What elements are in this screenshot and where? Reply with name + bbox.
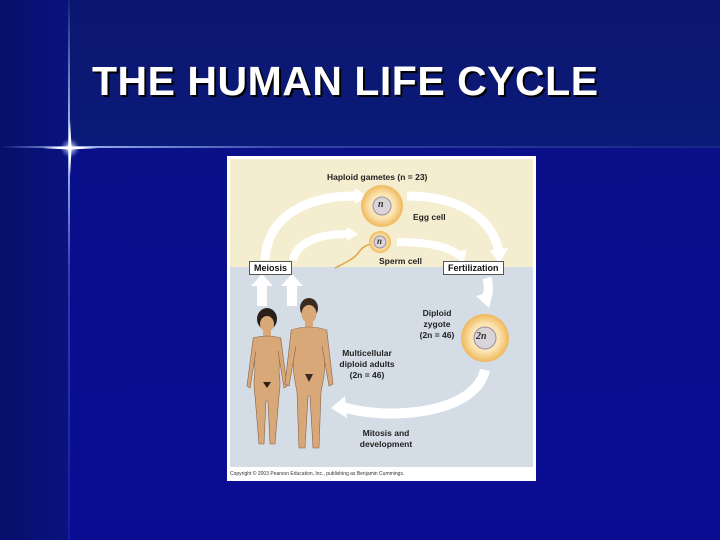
sperm-n-symbol: n <box>377 236 383 246</box>
zygote-2n-symbol: 2n <box>476 331 487 342</box>
male-figure-icon <box>284 298 334 449</box>
female-figure-icon <box>246 308 288 445</box>
arrow-meiosis-to-sperm <box>289 230 348 262</box>
sperm-cell-icon <box>334 231 391 269</box>
arrow-mitosis <box>338 368 490 419</box>
left-band <box>0 0 68 540</box>
copyright-notice: Copyright © 2003 Pearson Education, Inc.… <box>230 471 405 477</box>
mitosis-label-2: development <box>359 439 413 449</box>
haploid-gametes-label: Haploid gametes (n = 23) <box>327 172 428 182</box>
fertilization-label: Fertilization <box>443 261 504 275</box>
vertical-rule <box>68 0 70 540</box>
life-cycle-diagram: Haploid gametes (n = 23) n Egg cell n Sp… <box>227 156 536 481</box>
arrow-adult-to-meiosis-2 <box>287 284 297 306</box>
diploid-label: Diploid <box>422 308 452 318</box>
adults-label-1: Multicellular <box>342 348 392 358</box>
sperm-cell-label: Sperm cell <box>379 256 422 266</box>
horizontal-rule <box>0 146 720 148</box>
arrow-meiosis-to-egg <box>260 191 356 261</box>
zygote-ploidy-label: (2n = 46) <box>419 330 455 340</box>
arrow-adult-to-meiosis-1 <box>257 284 267 306</box>
arrow-egg-to-fertilization <box>406 191 504 254</box>
egg-n-symbol: n <box>378 199 384 210</box>
adults-label-2: diploid adults <box>339 359 395 369</box>
mitosis-label-1: Mitosis and <box>362 428 410 438</box>
slide-title: THE HUMAN LIFE CYCLE <box>92 58 599 104</box>
meiosis-label: Meiosis <box>249 261 293 275</box>
sparkle-icon <box>42 120 98 176</box>
egg-cell-label: Egg cell <box>413 212 446 222</box>
diagram-artwork <box>230 159 533 467</box>
adults-label-3: (2n = 46) <box>349 370 385 380</box>
zygote-label: zygote <box>423 319 451 329</box>
title-band <box>0 0 720 148</box>
